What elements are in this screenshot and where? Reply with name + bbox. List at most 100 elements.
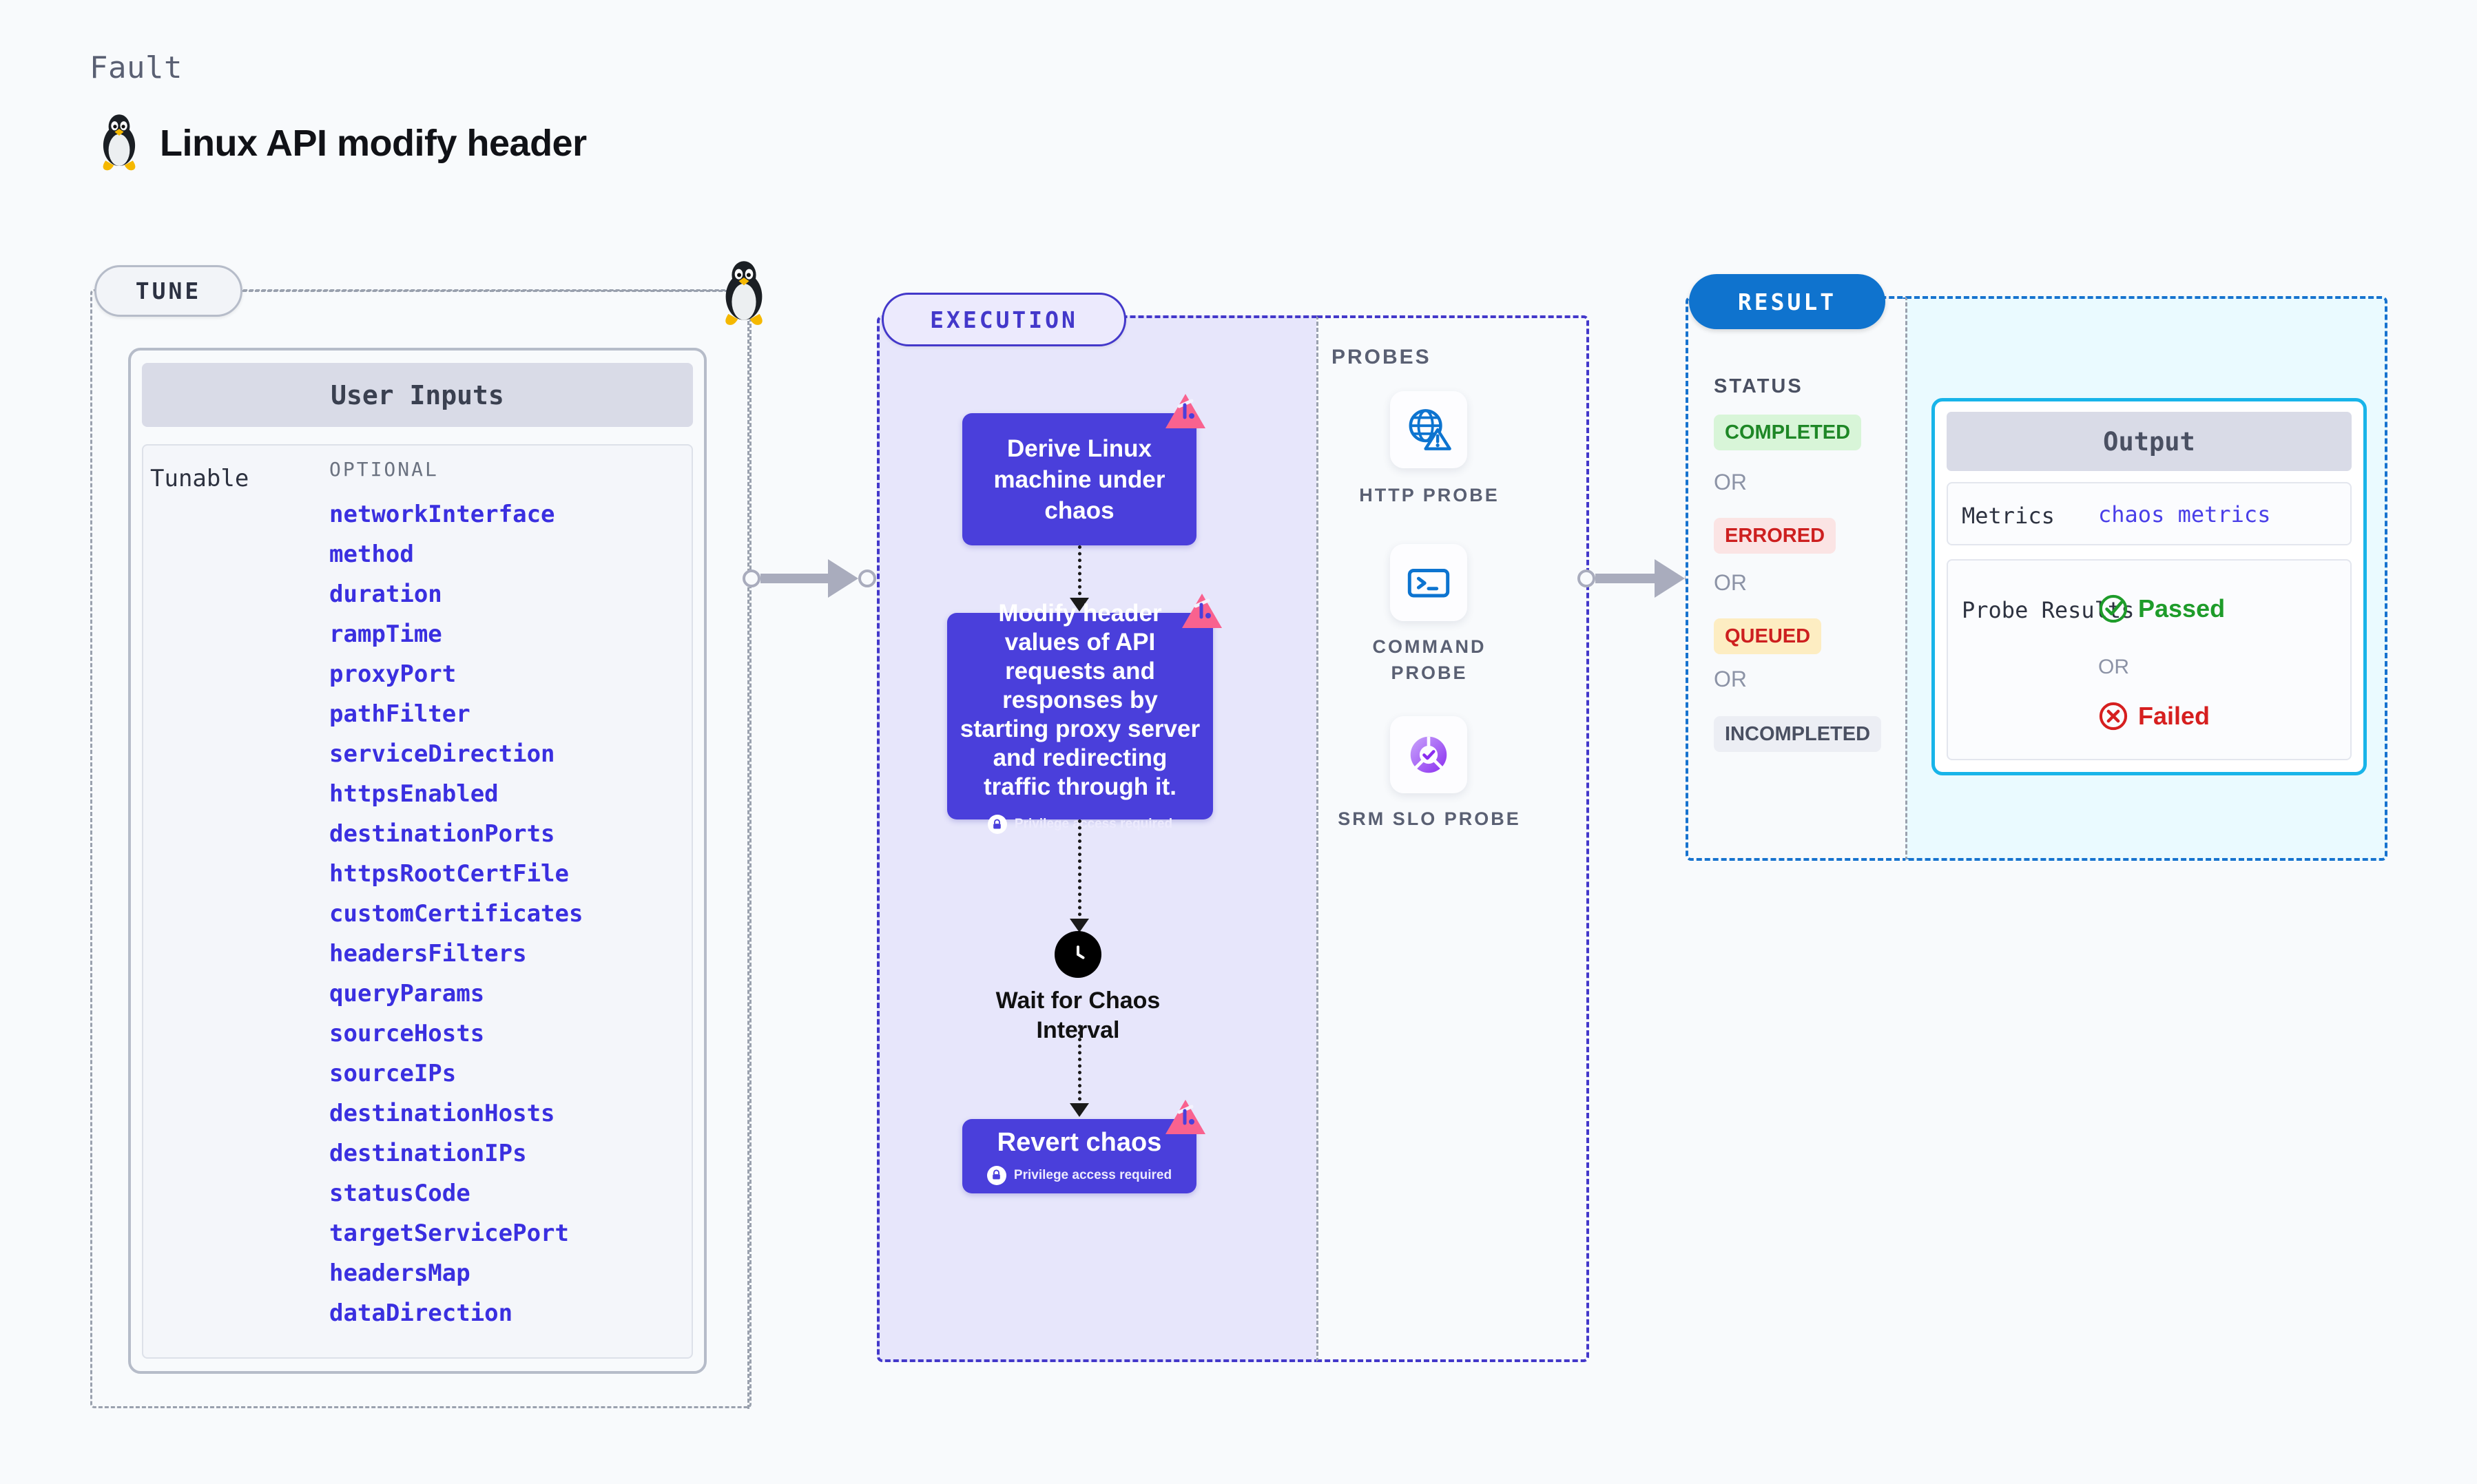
tunable-item[interactable]: pathFilter	[329, 700, 470, 728]
execution-stage-chip[interactable]: EXECUTION	[882, 293, 1126, 346]
page-kicker: Fault	[90, 50, 183, 85]
user-inputs-body	[142, 444, 693, 1359]
or-separator: OR	[1714, 667, 1747, 691]
flow-connector-arrow-3	[1070, 1103, 1089, 1117]
probe-caption-http: HTTP PROBE	[1359, 485, 1500, 505]
page-title-row: Linux API modify header	[96, 114, 587, 173]
probes-title: PROBES	[1331, 346, 1431, 368]
tune-stage-chip[interactable]: TUNE	[94, 265, 242, 317]
node-label: Modify header values of API requests and…	[960, 600, 1201, 800]
or-separator: OR	[1714, 570, 1747, 595]
flow-connector-1	[1078, 545, 1081, 602]
arrow-end-dot	[858, 569, 876, 587]
tunable-item[interactable]: sourceIPs	[329, 1060, 457, 1087]
tunable-item[interactable]: headersFilters	[329, 940, 527, 968]
arrow-head-icon	[1655, 559, 1685, 598]
probe-tile-command[interactable]	[1390, 544, 1467, 621]
x-circle-icon	[2098, 701, 2128, 731]
arrow-bar	[760, 574, 829, 583]
probe-caption-command: COMMAND PROBE	[1372, 636, 1486, 683]
tunable-item[interactable]: statusCode	[329, 1180, 470, 1207]
or-separator: OR	[1714, 470, 1747, 494]
flow-connector-arrow-1	[1070, 598, 1089, 612]
node-label: Revert chaos	[997, 1127, 1162, 1157]
metrics-key-label: Metrics	[1962, 503, 2055, 529]
status-title: STATUS	[1714, 375, 1803, 397]
result-stage-chip[interactable]: RESULT	[1689, 274, 1885, 329]
tunable-item[interactable]: destinationIPs	[329, 1140, 527, 1167]
probe-tile-srm-slo[interactable]	[1390, 716, 1467, 793]
tunable-item[interactable]: targetServicePort	[329, 1220, 569, 1247]
metrics-value-link[interactable]: chaos metrics	[2098, 501, 2271, 527]
or-separator: OR	[2098, 656, 2129, 678]
result-panel	[1686, 296, 1906, 861]
tunable-item[interactable]: duration	[329, 581, 442, 608]
output-row-metrics	[1947, 482, 2352, 545]
execution-node-modify-header[interactable]: Modify header values of API requests and…	[947, 600, 1213, 834]
litmus-chaos-icon	[1164, 1098, 1207, 1137]
linux-penguin-icon	[96, 114, 142, 173]
tunable-item[interactable]: customCertificates	[329, 900, 583, 928]
execution-node-revert-chaos[interactable]: Revert chaos Privilege access required	[962, 1119, 1196, 1193]
check-circle-icon	[2098, 594, 2128, 624]
tunable-item[interactable]: rampTime	[329, 620, 442, 648]
arrow-start-dot	[1577, 569, 1595, 587]
probe-result-passed: Passed	[2098, 594, 2225, 624]
tune-connector-horizontal	[242, 290, 747, 292]
tunable-item[interactable]: proxyPort	[329, 660, 457, 688]
litmus-chaos-icon	[1164, 393, 1207, 431]
flow-arrow-execution-to-result	[1577, 559, 1703, 598]
failed-label: Failed	[2138, 702, 2210, 730]
tunable-item[interactable]: networkInterface	[329, 501, 555, 528]
tune-connector-vertical	[747, 290, 749, 1409]
privilege-label: Privilege access required	[1013, 1167, 1172, 1182]
privilege-label: Privilege access required	[1014, 817, 1173, 831]
globe-warning-icon	[1405, 406, 1453, 454]
tunable-item[interactable]: destinationPorts	[329, 820, 555, 848]
tunable-item[interactable]: serviceDirection	[329, 740, 555, 768]
tunable-row-label: Tunable	[150, 465, 249, 492]
execution-node-derive-machine[interactable]: Derive Linux machine under chaos	[962, 413, 1196, 545]
status-badge-completed: COMPLETED	[1714, 415, 1862, 450]
tunable-item[interactable]: queryParams	[329, 980, 485, 1007]
tunable-list: networkInterface method duration rampTim…	[329, 494, 687, 1333]
status-badge-queued: QUEUED	[1714, 618, 1822, 654]
terminal-icon	[1405, 558, 1453, 607]
clock-icon	[1055, 931, 1101, 978]
litmus-chaos-icon	[1181, 592, 1223, 631]
arrow-head-icon	[828, 559, 858, 598]
tunable-item[interactable]: method	[329, 541, 414, 568]
tunable-item[interactable]: headersMap	[329, 1260, 470, 1287]
flow-arrow-tune-to-execution	[743, 559, 876, 598]
arrow-start-dot	[743, 569, 760, 587]
tunable-item[interactable]: sourceHosts	[329, 1020, 485, 1047]
output-row-probe-results	[1947, 559, 2352, 760]
probe-result-failed: Failed	[2098, 701, 2210, 731]
tunable-item[interactable]: destinationHosts	[329, 1100, 555, 1127]
slo-check-icon	[1405, 731, 1453, 779]
wait-step-label: Wait for Chaos Interval	[995, 987, 1161, 1043]
output-header: Output	[1947, 412, 2352, 471]
tunable-item[interactable]: httpsEnabled	[329, 780, 499, 808]
optional-group-label: OPTIONAL	[329, 458, 439, 481]
status-badge-incompleted: INCOMPLETED	[1714, 716, 1882, 752]
tunable-item[interactable]: httpsRootCertFile	[329, 860, 569, 888]
privilege-note: Privilege access required	[987, 810, 1173, 839]
linux-penguin-badge-icon	[718, 260, 770, 328]
lock-icon	[987, 815, 1007, 834]
probe-caption-srm-slo: SRM SLO PROBE	[1338, 808, 1521, 829]
page-title: Linux API modify header	[160, 123, 587, 164]
user-inputs-header: User Inputs	[142, 363, 693, 427]
arrow-bar	[1595, 574, 1656, 583]
status-badge-errored: ERRORED	[1714, 518, 1836, 554]
lock-icon	[986, 1165, 1006, 1185]
probes-panel	[1316, 315, 1589, 1362]
node-label: Derive Linux machine under chaos	[993, 435, 1165, 524]
flow-connector-3	[1078, 1025, 1081, 1107]
flow-connector-arrow-2	[1070, 919, 1089, 932]
probe-tile-http[interactable]	[1390, 391, 1467, 468]
privilege-note: Privilege access required	[986, 1165, 1172, 1185]
tunable-item[interactable]: dataDirection	[329, 1299, 513, 1327]
flow-connector-2	[1078, 819, 1081, 923]
